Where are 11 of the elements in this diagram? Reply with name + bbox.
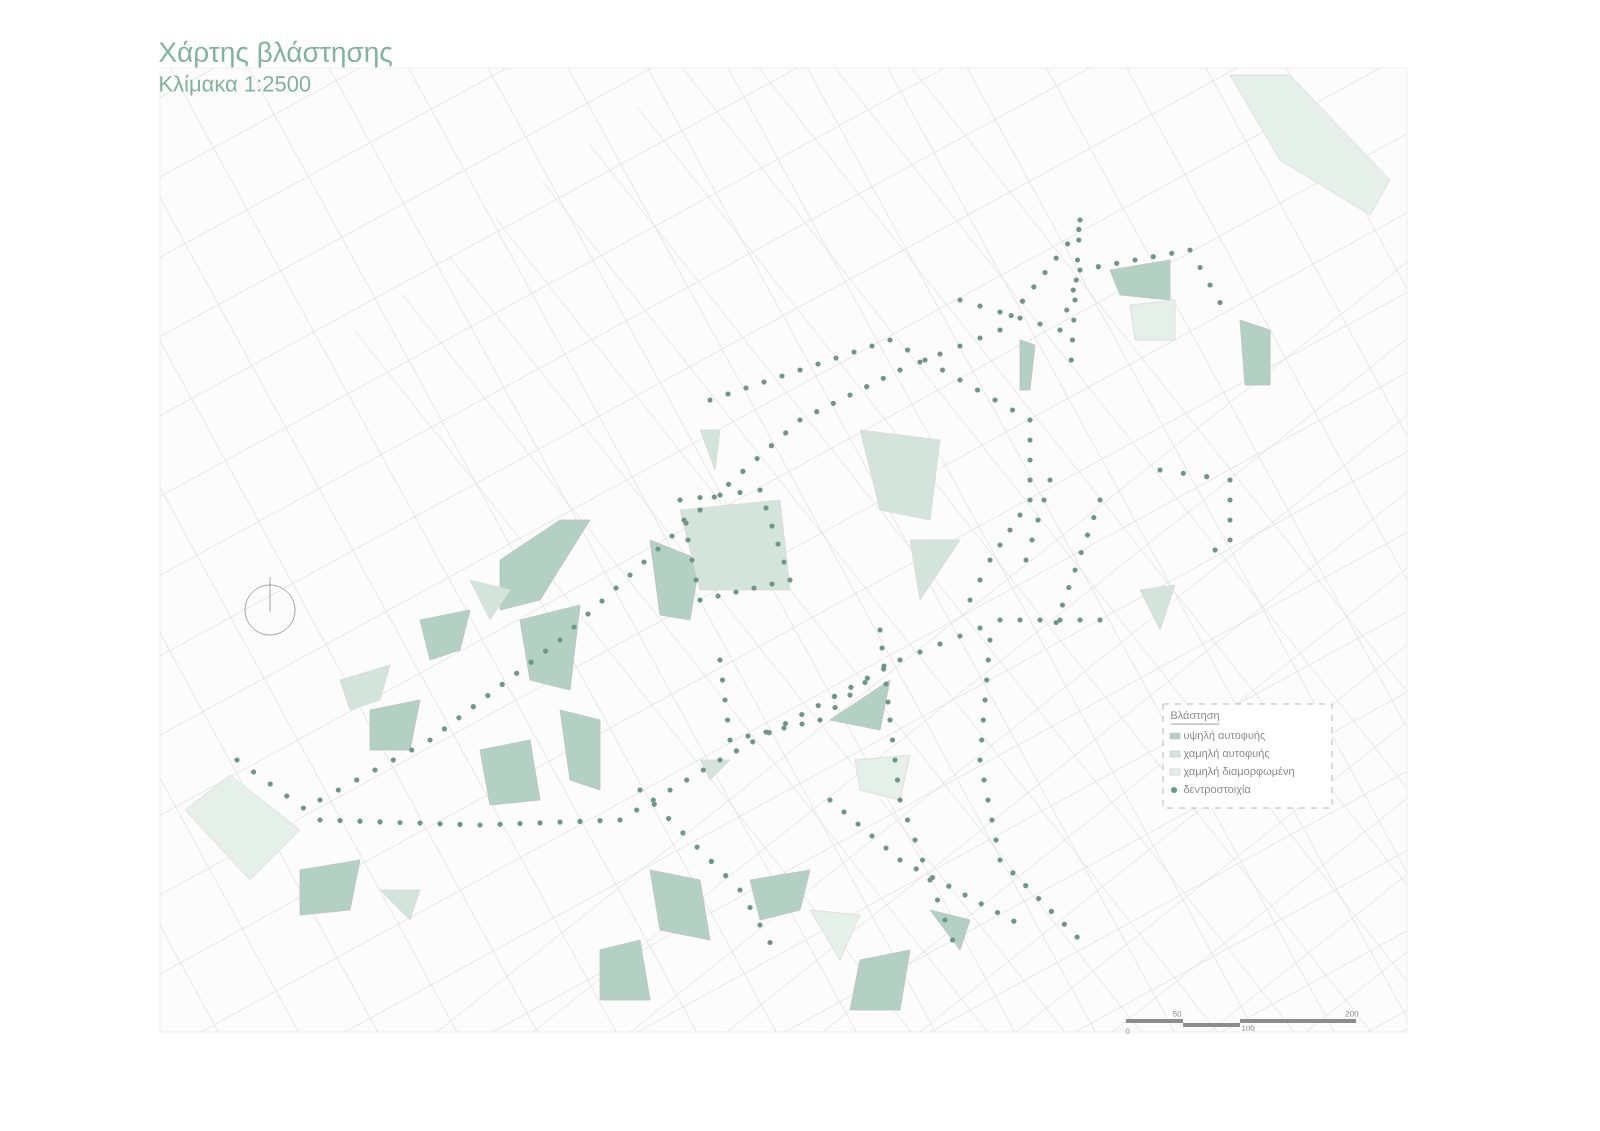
legend-text: χαμηλή αυτοφυής xyxy=(1183,748,1270,760)
scale-label: 100 xyxy=(1242,1025,1255,1032)
legend-text: δεντροστοιχία xyxy=(1183,784,1251,796)
title: Χάρτης βλάστησης xyxy=(159,40,392,68)
scale-label: 200 xyxy=(1345,1010,1359,1017)
legend-heading: Βλάστηση xyxy=(1170,710,1220,725)
legend-text: υψηλή αυτοφυής xyxy=(1184,730,1265,742)
legend-text: χαμηλή διαμορφωμένη xyxy=(1183,766,1294,778)
scale-label: 0 xyxy=(1125,1028,1130,1035)
scale-label: 50 xyxy=(1173,1010,1182,1017)
subtitle: Κλίμακα 1:2500 xyxy=(160,74,311,96)
